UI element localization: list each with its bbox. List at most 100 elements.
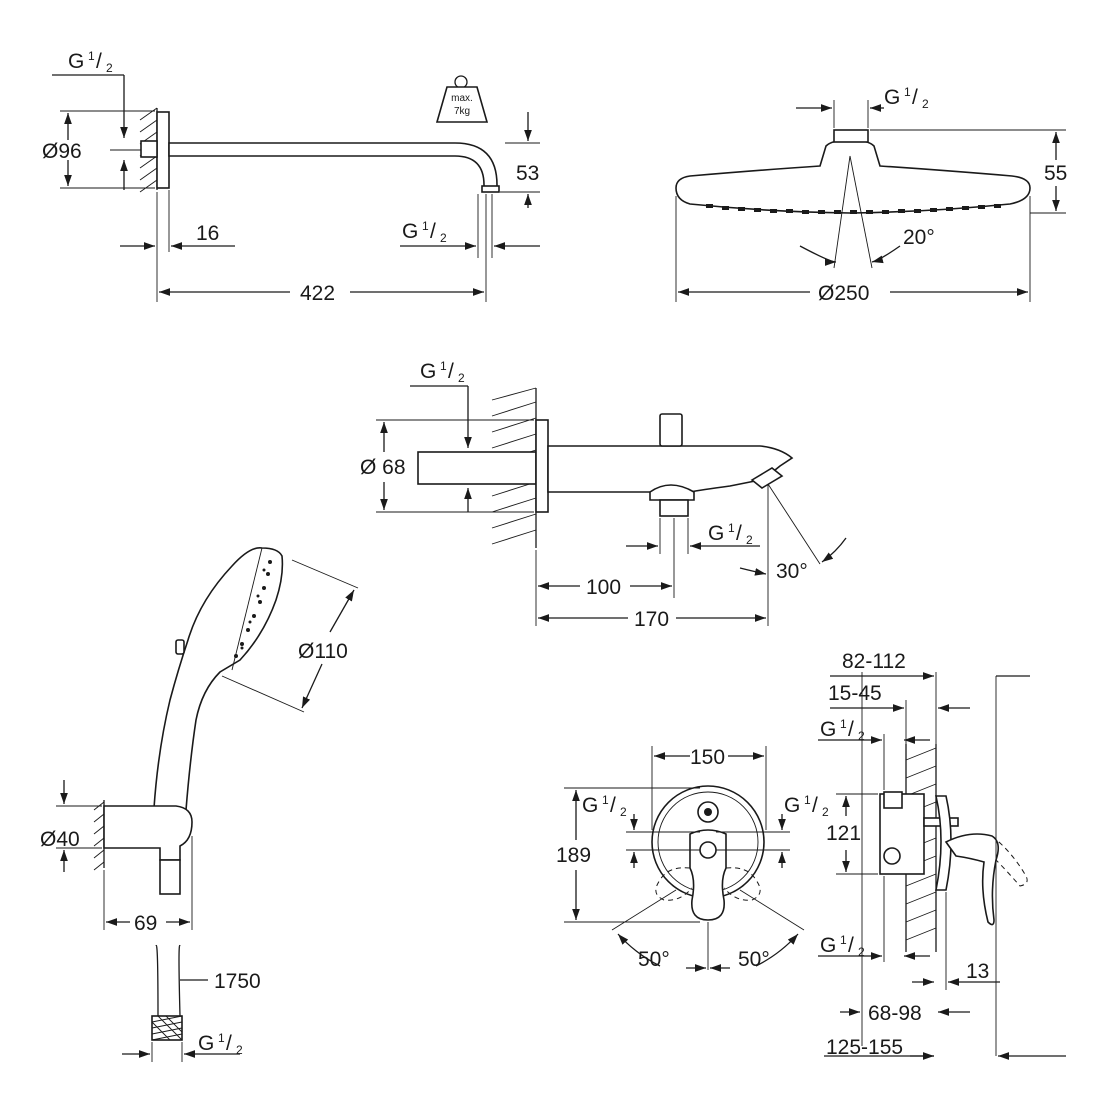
mixer-thread-left-label: G 1 / 2	[582, 793, 627, 819]
head-connector	[833, 129, 869, 143]
svg-text:G: G	[402, 220, 418, 243]
spacing-label: 121	[826, 822, 861, 845]
head-thread-label: G 1 / 2	[884, 85, 929, 111]
cover-rosette-side	[934, 795, 952, 891]
svg-text:G: G	[198, 1032, 214, 1055]
svg-text:max.: max.	[451, 93, 473, 104]
svg-text:2: 2	[236, 1043, 243, 1057]
svg-text:/: /	[226, 1032, 232, 1055]
svg-text:G: G	[68, 50, 84, 73]
svg-text:2: 2	[822, 805, 829, 819]
install-range-label: 15-45	[828, 682, 882, 705]
svg-text:/: /	[912, 86, 918, 109]
svg-text:1: 1	[602, 793, 609, 807]
svg-text:2: 2	[858, 729, 865, 743]
svg-text:/: /	[610, 794, 616, 817]
head-shower-view: 20° G 1 / 2 55 Ø250	[675, 85, 1067, 305]
mixer-side-view: 82-112 15-45 G 1 / 2 121 G 1 /	[818, 650, 1066, 1060]
wall-flange	[156, 111, 170, 189]
arm-inlet-thread-label: G 1 / 2	[68, 49, 113, 75]
svg-text:/: /	[430, 220, 436, 243]
valve-port-top	[883, 791, 903, 809]
head-shower-body	[675, 139, 1031, 214]
tilt-angle-label: 20°	[903, 226, 935, 249]
hand-shower	[153, 547, 284, 811]
hose-stub	[159, 859, 181, 895]
svg-text:2: 2	[922, 97, 929, 111]
hand-shower-diameter-label: Ø110	[298, 640, 348, 663]
hose-nut	[151, 1015, 183, 1041]
hose	[155, 945, 181, 1017]
spray-nozzles	[706, 204, 1001, 214]
hand-shower-view: Ø110 Ø40 69 1750 G	[40, 547, 359, 1062]
hose-length-label: 1750	[214, 970, 261, 993]
wall-holder	[103, 805, 193, 861]
svg-text:/: /	[812, 794, 818, 817]
cover-label: 13	[966, 960, 989, 983]
svg-text:G: G	[708, 522, 724, 545]
svg-text:G: G	[884, 86, 900, 109]
spout-thread-label: G 1 / 2	[420, 359, 465, 385]
mixer-front-view: 150 189 G 1 / 2 G 1 / 2	[556, 746, 829, 972]
wall-offset-label: 16	[196, 222, 219, 245]
svg-text:G: G	[820, 934, 836, 957]
valve-port-bottom	[883, 847, 901, 865]
bath-spout-view: G 1 / 2 Ø 68 G 1 / 2 100	[360, 359, 847, 631]
svg-text:1: 1	[422, 219, 429, 233]
range-b-label: 125-155	[826, 1036, 903, 1059]
arm-outlet	[481, 185, 500, 193]
spout-diameter-label: Ø 68	[360, 456, 406, 479]
svg-text:1: 1	[840, 933, 847, 947]
svg-text:1: 1	[840, 717, 847, 731]
spout-outlet-socket	[649, 484, 695, 501]
svg-text:/: /	[736, 522, 742, 545]
angle-left-label: 50°	[638, 948, 670, 971]
head-height-label: 55	[1044, 162, 1067, 185]
hose-thread-label: G 1 / 2	[198, 1031, 243, 1057]
angle-right-label: 50°	[738, 948, 770, 971]
svg-text:2: 2	[620, 805, 627, 819]
svg-text:2: 2	[440, 231, 447, 245]
flange-diameter-label: Ø96	[42, 140, 82, 163]
spout-rosette	[535, 419, 549, 513]
plate-width-label: 150	[690, 746, 725, 769]
svg-text:G: G	[582, 794, 598, 817]
spout-pipe	[417, 451, 537, 485]
svg-text:/: /	[96, 50, 102, 73]
spout-projection-total-label: 170	[634, 608, 669, 631]
spout-projection-outlet-label: 100	[586, 576, 621, 599]
holder-wall-hatch	[93, 800, 105, 871]
mixer-thread-right-label: G 1 / 2	[784, 793, 829, 819]
arm-drop-label: 53	[516, 162, 539, 185]
range-a-label: 68-98	[868, 1002, 922, 1025]
holder-diameter-label: Ø40	[40, 828, 80, 851]
diverter-knob	[659, 413, 683, 447]
depth-range-label: 82-112	[842, 650, 906, 673]
svg-text:1: 1	[904, 85, 911, 99]
shower-arm	[168, 142, 498, 191]
svg-text:2: 2	[746, 533, 753, 547]
svg-text:/: /	[848, 718, 854, 741]
max-weight-icon: max. 7kg	[435, 75, 489, 123]
hose-nut-knurl	[151, 1015, 183, 1041]
svg-text:G: G	[784, 794, 800, 817]
svg-text:7kg: 7kg	[454, 106, 470, 117]
hand-shower-button	[175, 639, 185, 655]
svg-text:G: G	[420, 360, 436, 383]
spout-outlet-thread-label: G 1 / 2	[708, 521, 753, 547]
svg-text:2: 2	[458, 371, 465, 385]
shower-arm-view: max. 7kg G 1 / 2 Ø96 16 422	[42, 49, 540, 305]
side-thread-bottom-label: G 1 / 2	[820, 933, 865, 959]
arm-outlet-thread-label: G 1 / 2	[402, 219, 447, 245]
holder-projection-label: 69	[134, 912, 157, 935]
svg-text:1: 1	[440, 359, 447, 373]
svg-text:G: G	[820, 718, 836, 741]
hand-spray-nozzles	[234, 560, 272, 658]
svg-text:1: 1	[88, 49, 95, 63]
svg-text:2: 2	[858, 945, 865, 959]
spout-hose-connector	[659, 499, 689, 517]
svg-text:1: 1	[804, 793, 811, 807]
svg-text:/: /	[448, 360, 454, 383]
svg-text:2: 2	[106, 61, 113, 75]
